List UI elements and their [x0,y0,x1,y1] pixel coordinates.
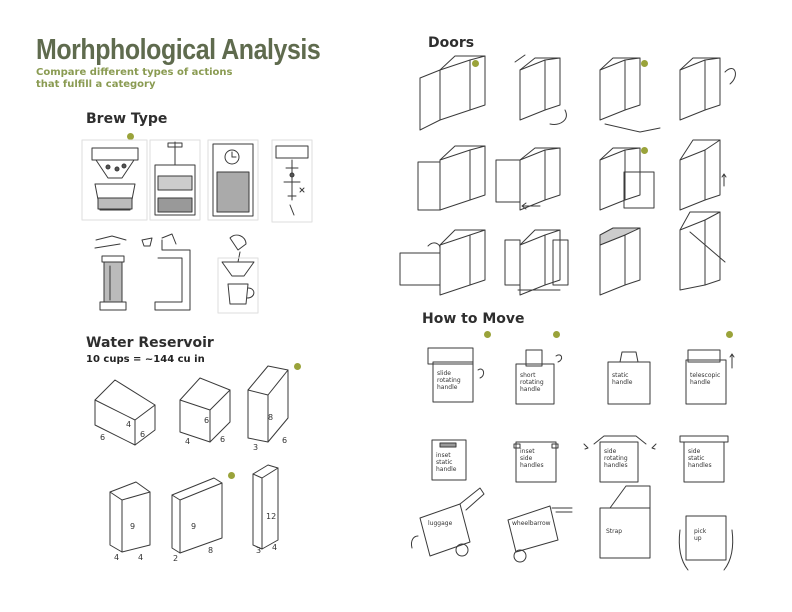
move-sketch-label: wheelbarrow [512,520,551,527]
move-sketch-label-line: rotating [520,379,544,386]
reservoir-dimension-label: 3 [253,443,259,452]
move-sketch-label-line: inset [520,448,535,455]
move-sketch-label-line: side [520,455,533,462]
move-sketch-label-line: rotating [437,377,461,384]
move-sketch-label-line: wheelbarrow [512,520,551,527]
move-sketch-label-line: handle [690,379,711,386]
reservoir-box-4 [109,481,151,553]
selection-dot-doors-1 [472,60,479,67]
selection-dot-move-1 [484,331,491,338]
reservoir-box-1 [94,379,156,446]
section-water-reservoir: Water Reservoir [86,335,214,351]
reservoir-dimension-label: 4 [126,420,132,429]
move-sketch-label-line: handle [436,466,457,473]
reservoir-dimension-label: 6 [220,435,226,444]
brew-clock-machine-sketch [207,139,259,221]
move-sketch-label-line: Strap [606,528,623,535]
section-brew-type: Brew Type [86,111,168,127]
page-subtitle: Compare different types of actions that … [36,67,233,90]
move-sketch-label-line: luggage [428,520,453,527]
reservoir-box-5 [171,477,223,554]
move-sketch-label-line: inset [436,452,451,459]
brew-drip-machine-sketch [81,139,148,221]
move-sketch-label-line: pick [694,528,707,535]
move-sketch-label-line: short [520,372,536,379]
page-title: Morhphological Analysis [36,34,321,66]
move-sketch-label-line: handles [688,462,712,469]
move-sketch-label-line: slide [437,370,451,377]
section-how-to-move: How to Move [422,311,525,327]
reservoir-box-6 [252,464,279,550]
selection-dot-move-2 [553,331,560,338]
reservoir-dimension-label: 6 [100,433,106,442]
move-sketch-label-line: handle [437,384,458,391]
move-sketch-label-line: handle [520,386,541,393]
selection-dot-brew [127,133,134,140]
move-sketch-label: Strap [606,528,622,535]
brew-french-press-sketch [149,139,201,221]
reservoir-box-2 [179,377,231,443]
move-sketch-label-line: handles [604,462,628,469]
reservoir-dimension-label: 9 [130,522,136,531]
move-sketch-label-line: handle [612,379,633,386]
reservoir-dimension-label: 3 [256,546,262,555]
selection-dot-doors-2 [641,60,648,67]
selection-dot-move-3 [726,331,733,338]
move-sketch-label-line: static [436,459,453,466]
brew-aeropress-sketch [94,235,127,311]
reservoir-dimension-label: 2 [173,554,179,563]
reservoir-dimension-label: 8 [268,413,274,422]
brew-cold-drip-sketch [271,139,313,223]
reservoir-dimension-label: 4 [138,553,144,562]
brew-single-serve-sketch [141,233,191,311]
move-sketch-label-line: handles [520,462,544,469]
move-sketch-label-line: telescopic [690,372,721,379]
move-sketch-label: luggage [428,520,452,527]
reservoir-dimension-label: 6 [282,436,288,445]
move-sketch-label-line: rotating [604,455,628,462]
reservoir-dimension-label: 4 [185,437,191,446]
reservoir-dimension-label: 6 [204,416,210,425]
brew-pour-over-sketch [217,234,259,314]
reservoir-dimension-label: 9 [191,522,197,531]
reservoir-dimension-label: 4 [272,543,278,552]
reservoir-box-3 [247,365,289,443]
move-sketch-label-line: static [612,372,629,379]
move-sketch-label-line: side [688,448,701,455]
reservoir-dimension-label: 4 [114,553,120,562]
section-doors: Doors [428,35,475,51]
move-sketch-label-line: static [688,455,705,462]
selection-dot-reservoir-1 [294,363,301,370]
selection-dot-reservoir-2 [228,472,235,479]
move-sketch-label-line: side [604,448,617,455]
reservoir-dimension-label: 6 [140,430,146,439]
water-reservoir-note: 10 cups = ~144 cu in [86,354,205,365]
doors-sketch-grid [399,54,736,296]
move-sketch-label-line: up [694,535,702,542]
move-sketch-grid [411,347,735,571]
selection-dot-doors-3 [641,147,648,154]
reservoir-dimension-label: 8 [208,546,214,555]
reservoir-dimension-label: 12 [266,512,277,521]
